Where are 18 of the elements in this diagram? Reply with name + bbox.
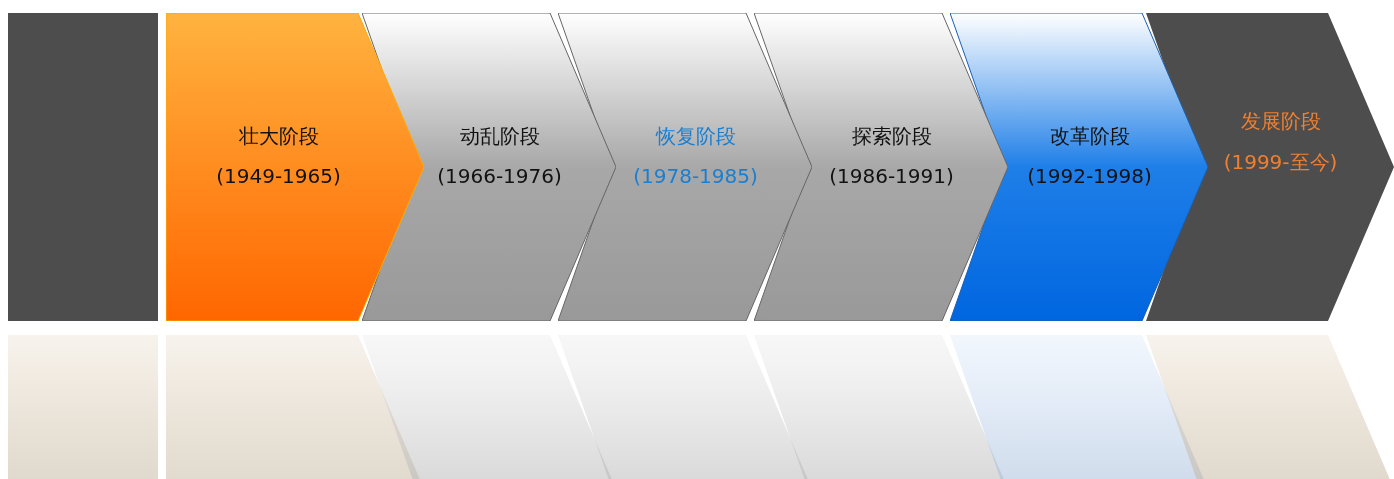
year-range: (1992-1998)	[1027, 164, 1152, 188]
stage-name: 壮大阶段	[238, 123, 319, 150]
chevron-step	[754, 13, 1008, 321]
year-range: (1949-1965)	[216, 164, 341, 188]
year-range: (1999-至今)	[1223, 149, 1338, 176]
stage-name: 恢复阶段	[655, 123, 736, 150]
year-range: (1966-1976)	[437, 164, 562, 188]
block-shape	[8, 13, 158, 321]
chevron-step	[166, 13, 424, 321]
chevron-step	[950, 13, 1208, 321]
chevron-step	[558, 13, 812, 321]
stage-name: 发展阶段	[1240, 108, 1321, 135]
year-range: (1978-1985)	[633, 164, 758, 188]
stage-name: 探索阶段	[851, 123, 932, 150]
chevron-step	[362, 13, 616, 321]
stage-name: 动乱阶段	[459, 123, 540, 150]
stage-name: 改革阶段	[1049, 123, 1130, 150]
year-range: (1986-1991)	[829, 164, 954, 188]
